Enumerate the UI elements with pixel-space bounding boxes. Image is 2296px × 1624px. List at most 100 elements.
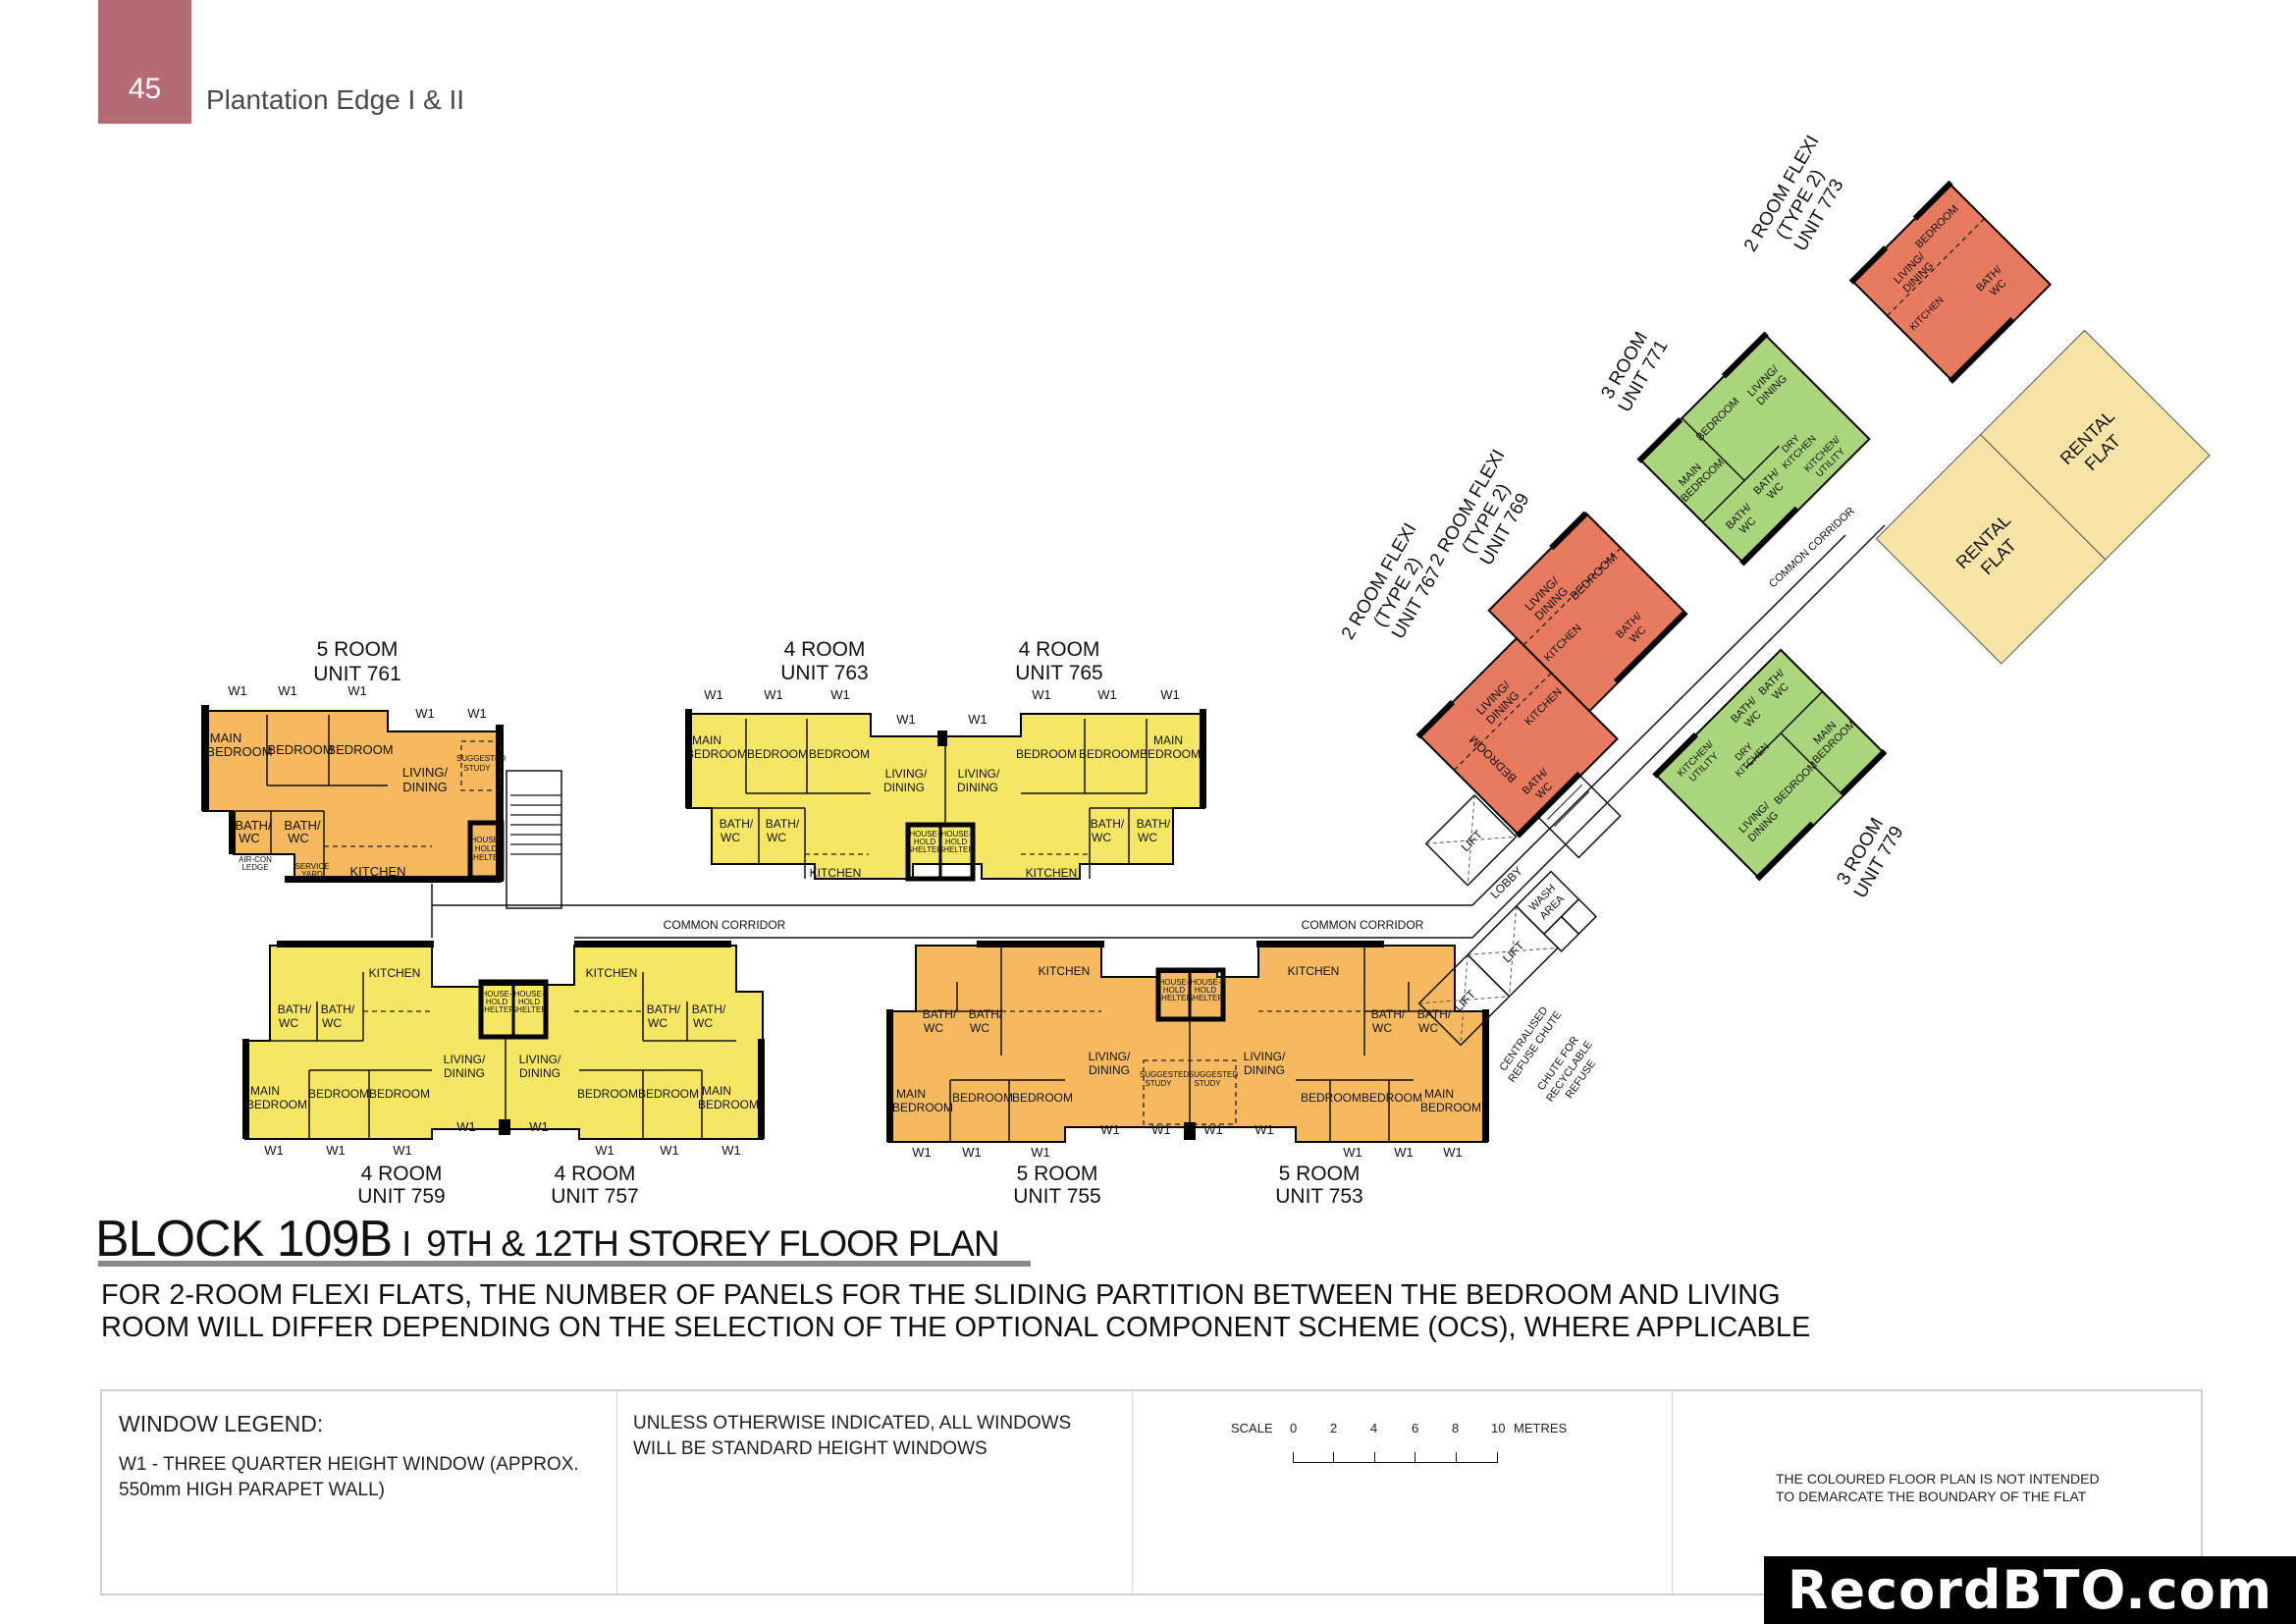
svg-text:KITCHEN: KITCHEN [369, 966, 421, 980]
svg-text:BEDROOM: BEDROOM [747, 747, 808, 761]
svg-text:BEDROOM: BEDROOM [809, 747, 870, 761]
svg-text:BEDROOM: BEDROOM [577, 1087, 638, 1101]
svg-text:LIFT: LIFT [1459, 827, 1486, 854]
svg-text:BATH/: BATH/ [1371, 1007, 1406, 1021]
svg-text:WC: WC [767, 831, 786, 844]
svg-text:HOLD: HOLD [945, 838, 967, 846]
window-legend-cell: WINDOW LEGEND: W1 - THREE QUARTER HEIGHT… [102, 1391, 617, 1594]
svg-text:HOUSE-: HOUSE- [1158, 978, 1189, 987]
svg-text:WC: WC [239, 831, 260, 845]
unit-773: BEDROOM LIVING/ DINING KITCHEN BATH/ WC [1848, 180, 2053, 384]
unit-773-label: 2 ROOM FLEXI (TYPE 2) UNIT 773 [1740, 132, 1848, 255]
page-number: 45 [128, 73, 162, 105]
floor-plan: .lbl{font-size:17px;text-anchor:middle;}… [201, 132, 2211, 1208]
svg-text:W1: W1 [830, 687, 850, 702]
unit-755-753: MAIN BEDROOM BEDROOM BEDROOM LIVING/ DIN… [886, 941, 1489, 1208]
svg-text:W1: W1 [456, 1119, 476, 1134]
window-legend-heading: WINDOW LEGEND: [119, 1411, 324, 1436]
svg-text:STUDY: STUDY [1145, 1079, 1172, 1088]
svg-text:SHELTER: SHELTER [1188, 994, 1224, 1002]
svg-text:BEDROOM: BEDROOM [1079, 747, 1140, 761]
svg-text:BEDROOM: BEDROOM [1140, 747, 1201, 761]
svg-text:BEDROOM: BEDROOM [698, 1098, 759, 1111]
svg-text:MAIN: MAIN [1153, 733, 1183, 747]
title-separator: I [401, 1223, 411, 1264]
rotated-wing: COMMON CORRIDOR LIFT LIFT LIFT LOBBY WAS… [1338, 132, 2211, 1105]
svg-text:SHELTER: SHELTER [1156, 994, 1193, 1002]
svg-text:BEDROOM: BEDROOM [206, 744, 272, 759]
unit-761: MAIN BEDROOM BEDROOM BEDROOM LIVING/ DIN… [201, 638, 506, 883]
svg-text:W1: W1 [529, 1119, 549, 1134]
svg-text:MAIN: MAIN [210, 731, 242, 745]
unit-761-number: UNIT 761 [313, 663, 401, 685]
svg-text:BEDROOM: BEDROOM [1016, 747, 1077, 761]
scale-cell: SCALE 0 2 4 6 8 10 METRES [1133, 1391, 1673, 1594]
svg-text:HOLD: HOLD [475, 844, 497, 853]
svg-text:BEDROOM: BEDROOM [369, 1087, 430, 1101]
svg-text:WC: WC [279, 1016, 298, 1030]
svg-text:MAIN: MAIN [1424, 1087, 1454, 1101]
svg-text:KITCHEN: KITCHEN [1288, 964, 1340, 978]
block-name: BLOCK 109B [95, 1211, 393, 1268]
svg-text:HOLD: HOLD [914, 838, 935, 846]
corridor-label-right: COMMON CORRIDOR [1302, 918, 1424, 932]
svg-text:W1: W1 [764, 687, 783, 702]
svg-text:HOUSE-: HOUSE- [940, 830, 971, 839]
svg-text:MAIN: MAIN [250, 1084, 280, 1098]
svg-text:KITCHEN: KITCHEN [1026, 866, 1078, 880]
svg-text:WC: WC [970, 1021, 989, 1035]
svg-text:SUGGESTED: SUGGESTED [1189, 1070, 1238, 1079]
unit-763-765: MAIN BEDROOM BEDROOM BEDROOM LIVING/ DIN… [685, 638, 1206, 882]
svg-text:LIVING/: LIVING/ [1244, 1050, 1286, 1063]
svg-text:BATH/: BATH/ [647, 1002, 681, 1016]
svg-text:BATH/: BATH/ [278, 1002, 312, 1016]
svg-text:DINING: DINING [444, 1066, 485, 1080]
svg-text:HOUSE-: HOUSE- [513, 990, 544, 999]
svg-text:LIVING/: LIVING/ [444, 1053, 486, 1066]
svg-text:W1: W1 [1343, 1145, 1362, 1160]
unit-755-number: UNIT 755 [1013, 1185, 1101, 1208]
svg-text:HOUSE-: HOUSE- [909, 830, 939, 839]
svg-text:BEDROOM: BEDROOM [638, 1087, 699, 1101]
svg-text:WC: WC [1418, 1021, 1438, 1035]
svg-text:W1: W1 [1097, 687, 1117, 702]
svg-text:BATH/: BATH/ [321, 1002, 355, 1016]
unit-757-type: 4 ROOM [555, 1163, 636, 1185]
svg-text:W1: W1 [326, 1143, 346, 1158]
standard-window-note: UNLESS OTHERWISE INDICATED, ALL WINDOWS … [633, 1413, 1072, 1459]
svg-text:WC: WC [1092, 831, 1111, 844]
svg-text:BEDROOM: BEDROOM [327, 742, 393, 757]
svg-text:HOUSE-: HOUSE- [1190, 978, 1220, 987]
svg-text:SUGGESTED: SUGGESTED [1140, 1070, 1189, 1079]
svg-text:W1: W1 [264, 1143, 284, 1158]
svg-text:KITCHEN: KITCHEN [349, 864, 405, 879]
svg-text:W1: W1 [704, 687, 723, 702]
svg-text:SHELTER: SHELTER [479, 1005, 515, 1014]
svg-text:BATH/: BATH/ [923, 1007, 957, 1021]
svg-text:BATH/: BATH/ [969, 1007, 1003, 1021]
document-title: Plantation Edge I & II [206, 84, 465, 115]
unit-757-number: UNIT 757 [551, 1185, 639, 1208]
unit-753-type: 5 ROOM [1279, 1163, 1361, 1185]
svg-text:MAIN: MAIN [692, 733, 721, 747]
svg-text:WC: WC [1138, 831, 1157, 844]
unit-779-label: 3 ROOM UNIT 779 [1833, 815, 1907, 902]
svg-text:STUDY: STUDY [463, 764, 491, 773]
svg-text:W1: W1 [1203, 1122, 1223, 1137]
svg-text:BEDROOM: BEDROOM [267, 742, 333, 757]
svg-text:LIVING/: LIVING/ [885, 767, 928, 781]
svg-text:BATH/: BATH/ [284, 818, 321, 833]
svg-text:W1: W1 [1443, 1145, 1463, 1160]
svg-text:SHELTER: SHELTER [907, 845, 943, 854]
svg-text:WC: WC [721, 831, 740, 844]
disclaimer-cell: THE COLOURED FLOOR PLAN IS NOT INTENDED … [1673, 1391, 2201, 1594]
svg-text:W1: W1 [1151, 1122, 1171, 1137]
svg-text:W1: W1 [1394, 1145, 1414, 1160]
svg-text:BEDROOM: BEDROOM [1420, 1101, 1481, 1114]
svg-text:DINING: DINING [402, 780, 448, 794]
unit-771: MAIN BEDROOM BEDROOM LIVING/ DINING BATH… [1636, 331, 1871, 567]
floor-plan-subtitle: 9TH & 12TH STOREY FLOOR PLAN [426, 1223, 999, 1264]
svg-text:SERVICE: SERVICE [295, 862, 330, 871]
svg-text:DINING: DINING [957, 781, 998, 794]
svg-text:W1: W1 [415, 706, 435, 721]
